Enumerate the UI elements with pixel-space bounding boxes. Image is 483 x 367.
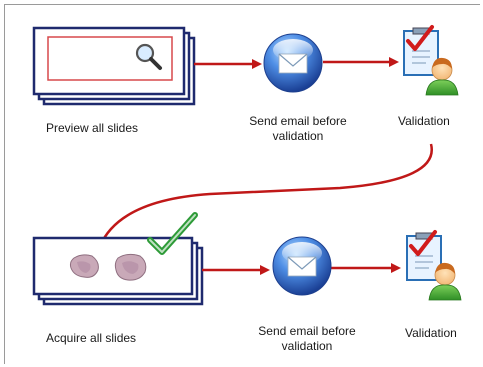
email-bottom-label-line2: validation	[281, 339, 333, 353]
email-top-label-line1: Send email before	[249, 114, 347, 128]
arrow-validation-to-acquire	[97, 143, 433, 250]
email-bottom-label-line1: Send email before	[258, 324, 356, 338]
frame-left-border	[4, 4, 5, 364]
email-top-label-line2: validation	[272, 129, 324, 143]
acquire-slide-stack	[32, 212, 204, 306]
preview-slide-stack	[32, 26, 196, 106]
email-icon	[263, 33, 323, 93]
tissue-sample-icon	[114, 253, 147, 281]
validation-person-icon	[403, 25, 459, 96]
preview-label: Preview all slides	[46, 121, 139, 135]
acquire-label: Acquire all slides	[46, 331, 137, 345]
frame-top-border	[4, 4, 480, 5]
tissue-sample-icon	[69, 254, 99, 278]
validation-person-icon	[406, 230, 462, 301]
preview-frame	[47, 36, 173, 81]
validation-top-label: Validation	[398, 114, 450, 128]
magnifier-icon	[135, 43, 162, 70]
email-icon	[272, 236, 332, 296]
validation-bottom-label: Validation	[405, 326, 457, 340]
